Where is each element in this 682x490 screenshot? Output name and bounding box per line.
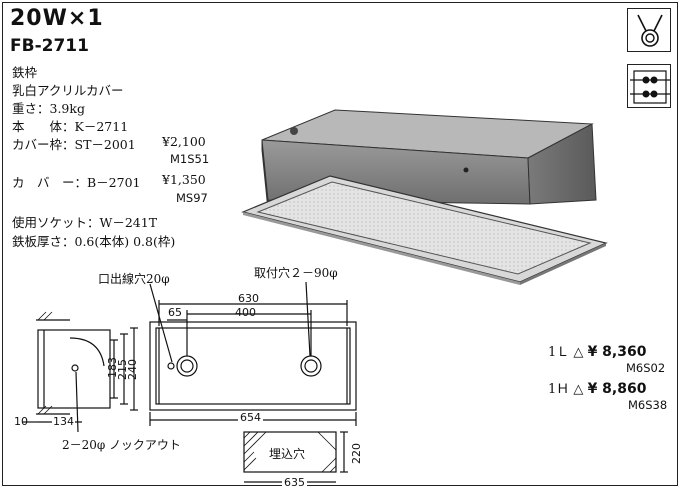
- dim-10: 10: [14, 415, 28, 428]
- spec-weight: 重さ：3.9kg: [12, 101, 85, 116]
- dim-220: 220: [350, 443, 363, 464]
- label-knockout: 2－20φ ノックアウト: [62, 438, 181, 452]
- dim-630: 630: [238, 292, 259, 305]
- dim-654: 654: [238, 411, 263, 424]
- option-1h-price: ¥ 8,860: [587, 381, 647, 397]
- spec-thickness: 鉄板厚さ：0.6(本体) 0.8(枠): [12, 234, 176, 249]
- option-1h: 1Ｈ △ ¥ 8,860: [548, 378, 646, 397]
- spec-cover-price: ¥1,350: [162, 172, 206, 187]
- triangle-ring-icon: △: [573, 345, 584, 360]
- spec-cover-material: 乳白アクリルカバー: [12, 83, 124, 98]
- spec-cover-code: MS97: [176, 191, 208, 205]
- spec-cover-frame-price: ¥2,100: [162, 134, 206, 149]
- model-number: FB-2711: [10, 36, 89, 56]
- option-1l-code: M6S02: [626, 361, 666, 375]
- dim-134: 134: [52, 415, 75, 428]
- option-1h-code: M6S38: [628, 398, 668, 412]
- side-view: [37, 329, 111, 409]
- label-cable-hole: 口出線穴20φ: [98, 272, 170, 286]
- spec-frame: 鉄枠: [12, 65, 38, 80]
- page-title: 20W×1: [10, 6, 104, 31]
- ballast-symbol-icon: [627, 64, 671, 108]
- label-mount-hole: 取付穴２－90φ: [254, 266, 338, 280]
- dim-65: 65: [168, 306, 182, 319]
- option-1l: 1Ｌ △ ¥ 8,360: [548, 341, 646, 360]
- option-1l-price: ¥ 8,360: [587, 344, 647, 360]
- dim-400: 400: [235, 306, 256, 319]
- label-embed-hole: 埋込穴: [266, 444, 309, 463]
- spec-socket: 使用ソケット：W－241T: [12, 215, 158, 230]
- option-1h-label: 1Ｈ: [548, 382, 570, 397]
- triangle-ring-icon: △: [573, 382, 584, 397]
- dim-240: 240: [126, 359, 139, 380]
- option-1l-label: 1Ｌ: [548, 345, 570, 360]
- pendant-lamp-icon: [627, 8, 671, 52]
- dim-635: 635: [282, 476, 307, 489]
- page-frame: [2, 2, 678, 486]
- spec-cover: カ バ ー：B－2701: [12, 175, 141, 190]
- spec-cover-frame: カバー枠：ST－2001: [12, 137, 136, 152]
- spec-cover-frame-code: M1S51: [170, 152, 210, 166]
- spec-body: 本 体：K－2711: [12, 119, 129, 134]
